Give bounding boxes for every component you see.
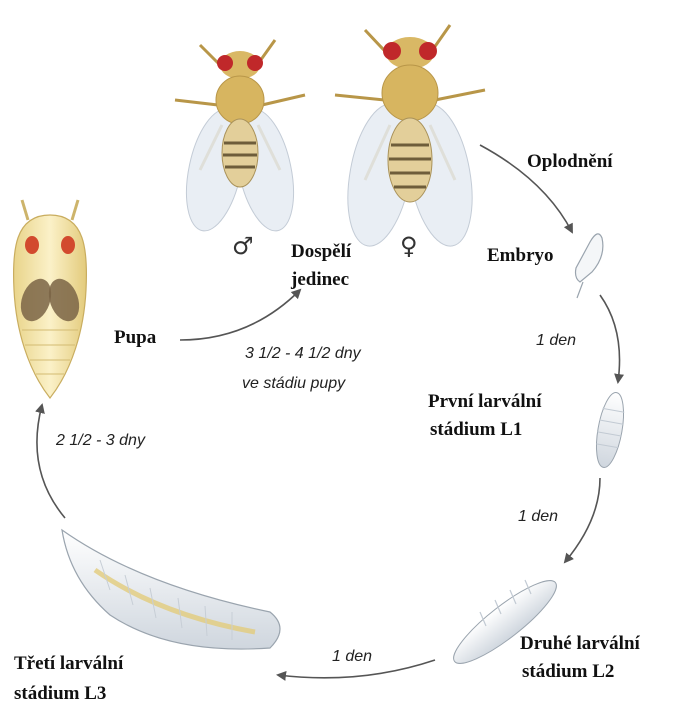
larva-l3-illustration [62,530,280,649]
female-fly-illustration [335,25,485,251]
label-adult-line2: jedinec [291,268,349,292]
duration-l3-to-pupa: 2 1/2 - 3 dny [56,430,145,452]
larva-l2-illustration [445,570,566,674]
arrow-pupa-to-adult [180,290,300,340]
label-l2-line2: stádium L2 [522,660,614,684]
arrow-l1-to-l2 [565,478,600,562]
label-l2-line1: Druhé larvální [520,632,640,656]
label-pupa: Pupa [114,326,156,350]
arrow-l3-to-pupa [37,405,65,518]
arrow-embryo-to-l1 [600,295,620,382]
duration-l1-to-l2: 1 den [518,506,558,528]
duration-pupa-line1: 3 1/2 - 4 1/2 dny [245,343,361,365]
label-l3-line1: Třetí larvální [14,652,123,676]
label-embryo: Embryo [487,244,554,268]
embryo-illustration [576,234,603,298]
duration-l2-to-l3: 1 den [332,646,372,668]
pupa-illustration [14,200,87,398]
label-l1-line2: stádium L1 [430,418,522,442]
duration-embryo-to-l1: 1 den [536,330,576,352]
larva-l1-illustration [592,390,629,469]
label-fertilization: Oplodnění [527,150,613,174]
male-fly-illustration [175,40,305,236]
label-l1-line1: První larvální [428,390,541,414]
label-l3-line2: stádium L3 [14,682,106,706]
label-adult-line1: Dospělí [291,240,351,264]
male-symbol: ♂ [232,232,254,260]
female-symbol: ♀ [400,232,418,260]
duration-pupa-line2: ve stádiu pupy [242,373,345,395]
